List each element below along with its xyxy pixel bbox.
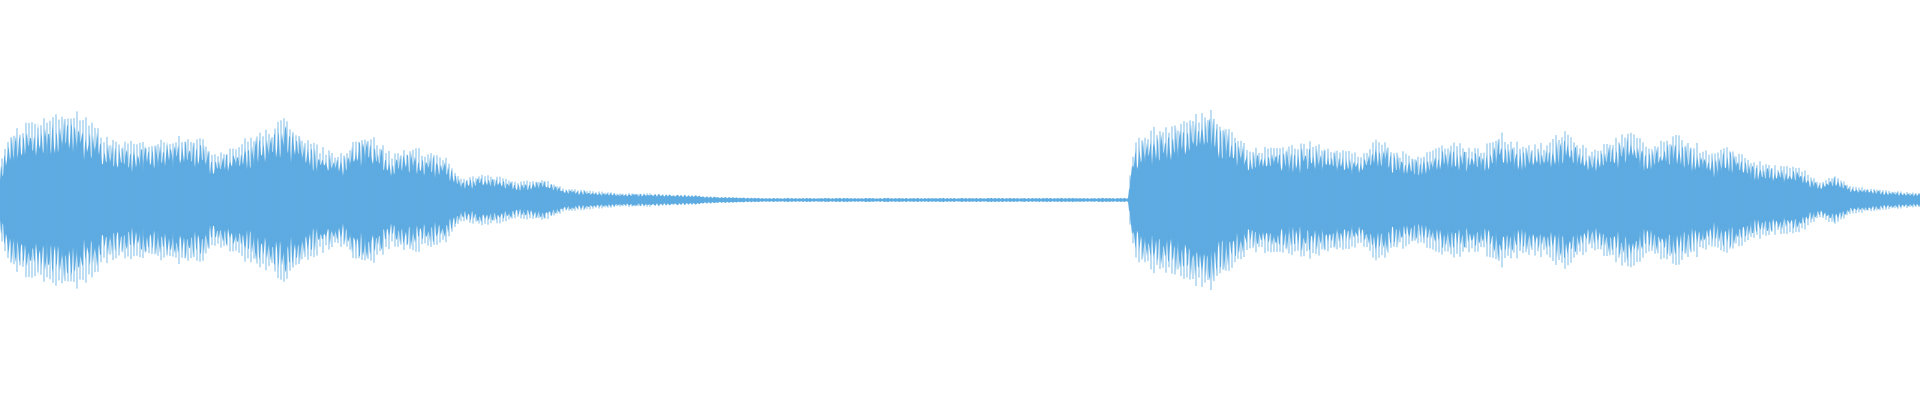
- waveform-fill: [0, 117, 1920, 281]
- waveform-path-group: [0, 110, 1920, 290]
